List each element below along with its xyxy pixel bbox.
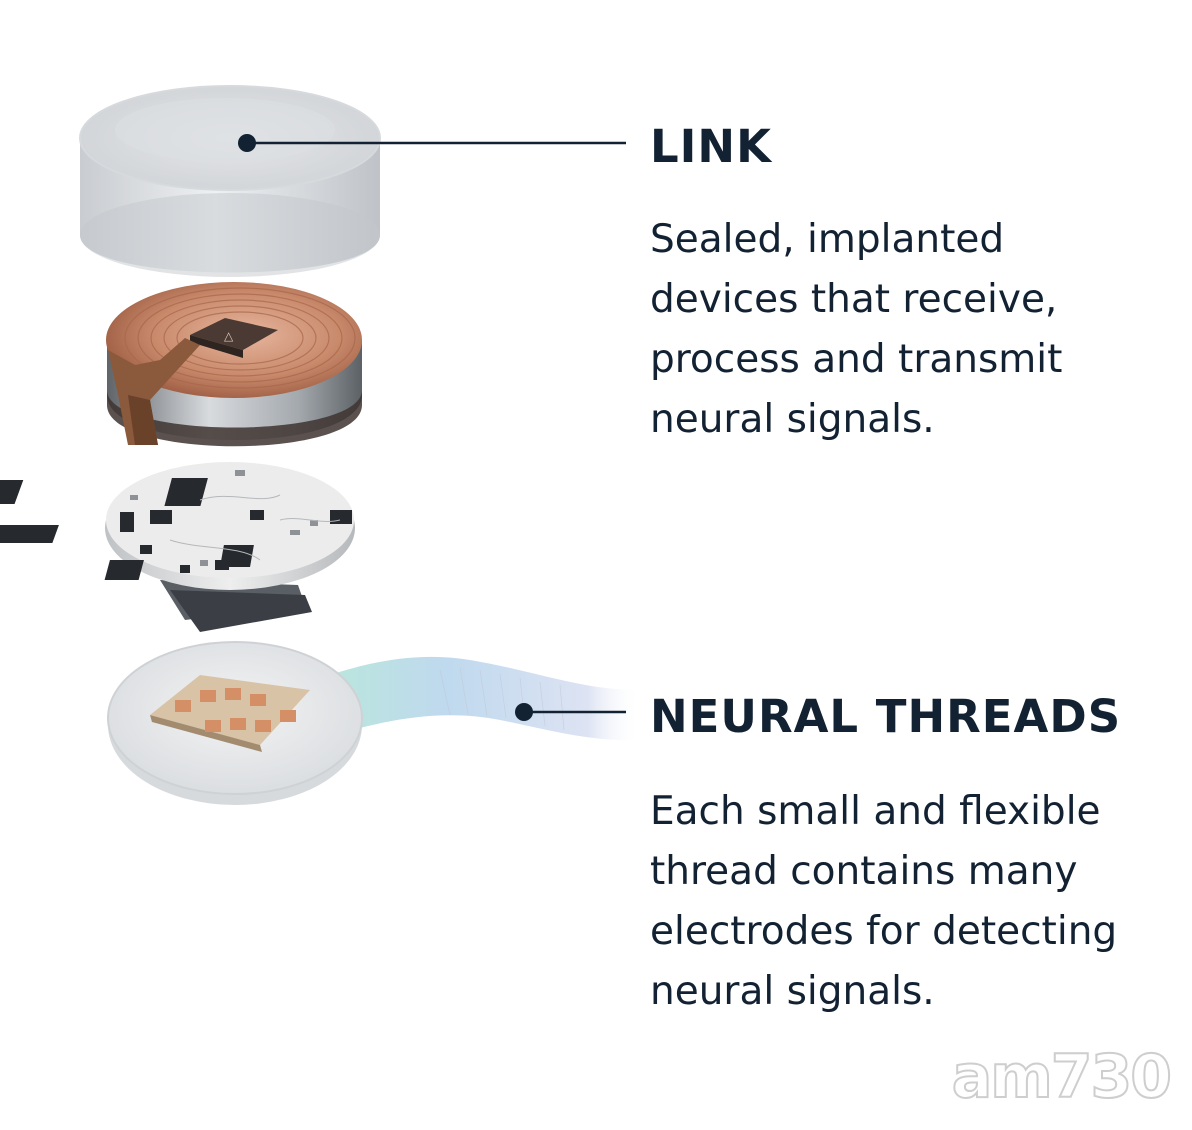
neuralink-logo-icon: △ xyxy=(224,329,234,343)
link-pcb xyxy=(0,462,355,632)
watermark-logo: am730 xyxy=(951,1041,1173,1113)
link-cap xyxy=(79,85,381,277)
threads-leader xyxy=(515,703,626,721)
link-description-line: neural signals. xyxy=(650,397,935,442)
link-heading: LINK xyxy=(650,120,772,173)
link-description-line: Sealed, implanted xyxy=(650,217,1005,262)
threads-description-line: thread contains many xyxy=(650,849,1078,894)
neural-threads-assembly xyxy=(107,641,640,805)
link-description: Sealed, implanted devices that receive, … xyxy=(650,210,1062,450)
threads-description-line: Each small and flexible xyxy=(650,789,1101,834)
threads-description-line: electrodes for detecting xyxy=(650,909,1118,954)
link-description-line: process and transmit xyxy=(650,337,1063,382)
threads-description: Each small and flexible thread contains … xyxy=(650,782,1117,1022)
link-coil-battery: △ xyxy=(106,282,362,447)
threads-description-line: neural signals. xyxy=(650,969,935,1014)
threads-heading: NEURAL THREADS xyxy=(650,690,1122,743)
link-description-line: devices that receive, xyxy=(650,277,1058,322)
link-leader xyxy=(238,134,626,152)
